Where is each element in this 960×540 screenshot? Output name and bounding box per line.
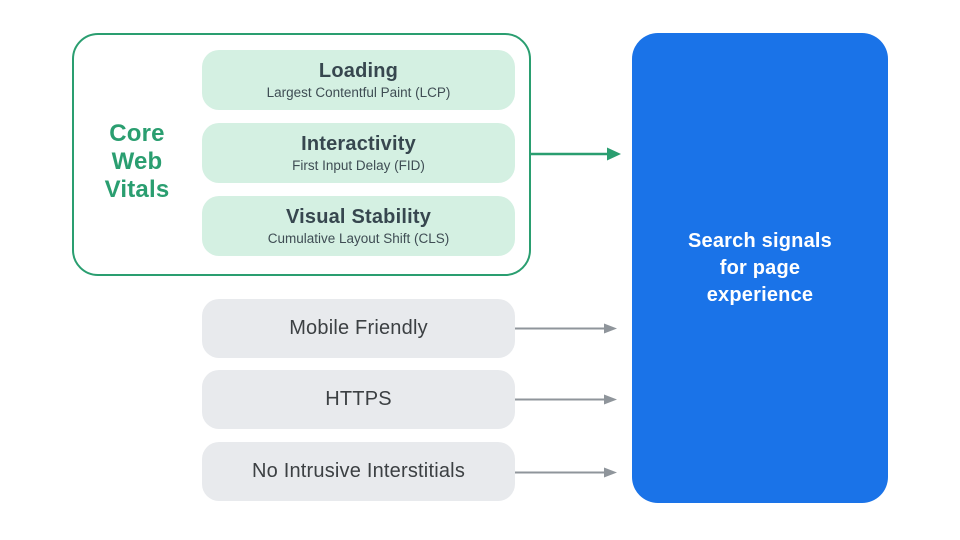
arrow-right-icon-no-intrusive-interstitials (515, 467, 617, 478)
core-web-vitals-label: Core Web Vitals (104, 120, 170, 203)
cwv-pill-interactivity: Interactivity First Input Delay (FID) (202, 123, 515, 183)
signal-pill-no-intrusive-interstitials-label: No Intrusive Interstitials (251, 460, 466, 482)
cwv-pill-visual-stability-subtitle: Cumulative Layout Shift (CLS) (267, 231, 450, 246)
cwv-pill-visual-stability-title: Visual Stability (285, 206, 432, 228)
arrow-right-icon-cwv-to-result (530, 147, 621, 161)
signal-pill-no-intrusive-interstitials: No Intrusive Interstitials (202, 442, 515, 501)
search-signals-result-label: Search signals for page experience (688, 229, 832, 306)
signal-pill-mobile-friendly: Mobile Friendly (202, 299, 515, 358)
arrow-right-icon-https (515, 394, 617, 405)
search-signals-result-box: Search signals for page experience (632, 33, 888, 503)
cwv-pill-visual-stability: Visual Stability Cumulative Layout Shift… (202, 196, 515, 256)
cwv-pill-loading-subtitle: Largest Contentful Paint (LCP) (266, 85, 451, 100)
arrow-right-icon-mobile-friendly (515, 323, 617, 334)
signal-pill-mobile-friendly-label: Mobile Friendly (289, 317, 428, 339)
signal-pill-https: HTTPS (202, 370, 515, 429)
cwv-pill-loading: Loading Largest Contentful Paint (LCP) (202, 50, 515, 110)
cwv-pill-interactivity-subtitle: First Input Delay (FID) (292, 158, 425, 173)
cwv-pill-interactivity-title: Interactivity (301, 133, 416, 155)
cwv-pill-loading-title: Loading (318, 60, 399, 82)
signal-pill-https-label: HTTPS (325, 388, 392, 410)
